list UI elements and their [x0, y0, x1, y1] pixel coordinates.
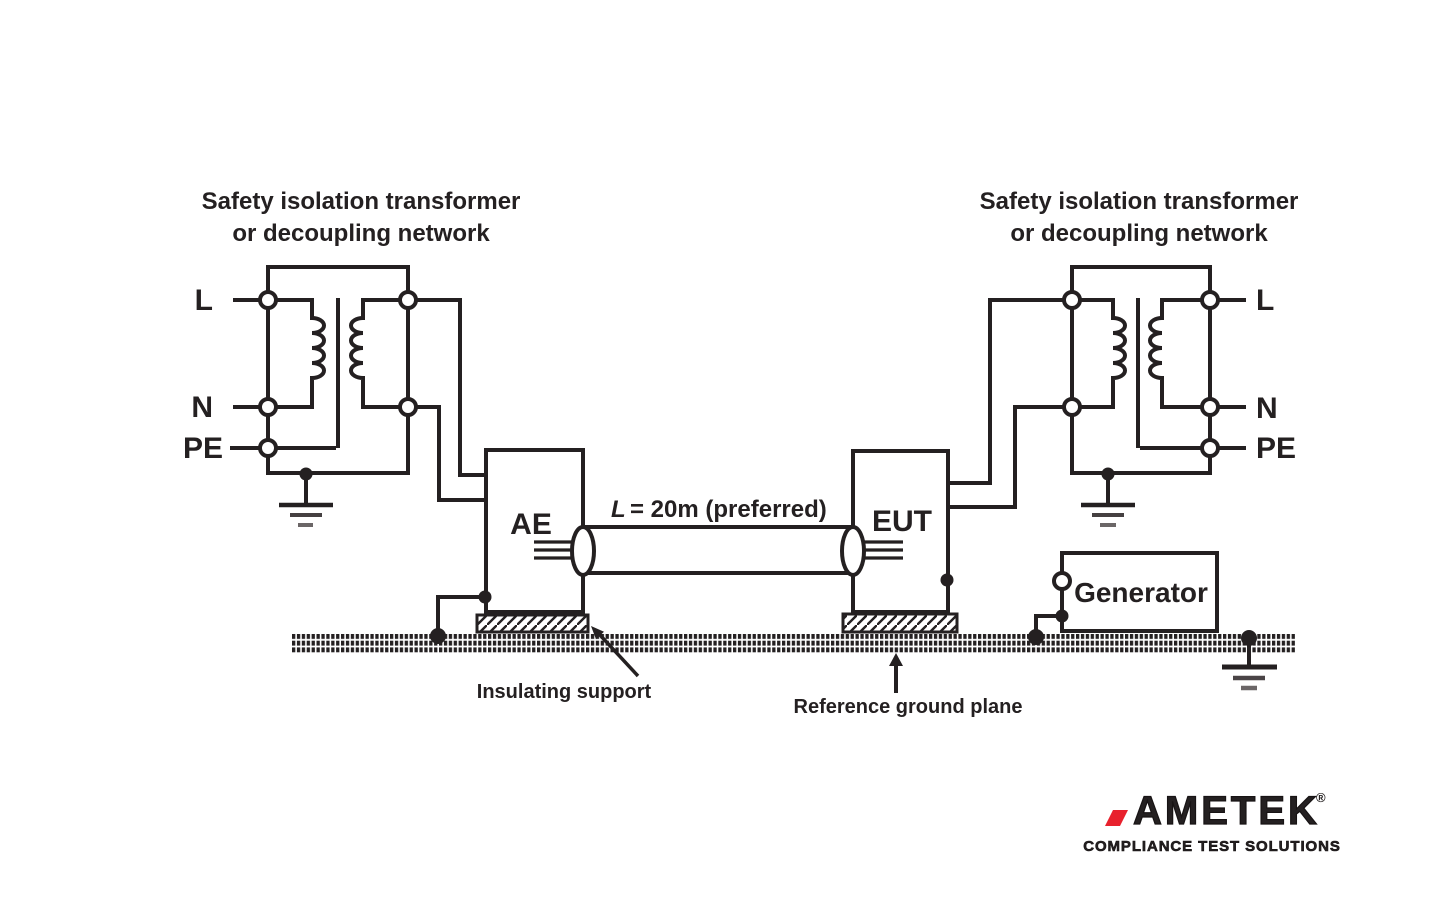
left-transformer-title-line2: or decoupling network [232, 220, 490, 247]
generator-label: Generator [1074, 577, 1208, 608]
generator-plane-bond-dot [1028, 629, 1044, 645]
insulating-support-label: Insulating support [477, 681, 652, 703]
transformer-frame [1070, 265, 1212, 475]
transformer-frame [266, 265, 410, 475]
terminal-out2 [398, 397, 418, 417]
label-n-right: N [1256, 392, 1278, 425]
left-transformer: Safety isolation transformer or decoupli… [183, 188, 521, 527]
label-pe-right: PE [1256, 432, 1296, 465]
label-n-left: N [191, 391, 213, 424]
logo-tagline: COMPLIANCE TEST SOLUTIONS [1083, 838, 1341, 855]
terminal-pe [258, 438, 278, 458]
wires-to-right-transformer [948, 298, 1063, 509]
generator-box [1060, 551, 1219, 633]
eut-insulating-support [841, 612, 959, 634]
cable-length-variable: L [611, 496, 626, 523]
insulating-support-arrow-shaft [598, 633, 640, 678]
secondary-winding [1148, 298, 1202, 409]
supply-stubs [1218, 298, 1246, 450]
shield-line [1136, 298, 1202, 450]
primary-winding [277, 298, 326, 409]
ae-cable-gland [570, 525, 596, 577]
ae-ground-wire [436, 595, 485, 634]
ae-ground-junction [478, 590, 492, 604]
annotation-insulating-support: Insulating support [477, 626, 652, 703]
label-l-right: L [1256, 284, 1274, 317]
ground-junction-dot [1241, 630, 1257, 646]
insulating-support-arrowhead [591, 626, 604, 640]
registered-mark: ® [1316, 790, 1326, 805]
supply-stubs [230, 298, 260, 450]
ae-equipment: AE [430, 448, 596, 644]
ae-label: AE [510, 508, 552, 541]
terminal-n [1200, 397, 1220, 417]
right-transformer-title-line2: or decoupling network [1010, 220, 1268, 247]
terminal-pe [1200, 438, 1220, 458]
primary-winding [1080, 298, 1127, 409]
eut-label: EUT [872, 505, 932, 538]
insulating-supports [475, 612, 959, 634]
ae-insulating-support [475, 613, 590, 634]
terminal-in1 [1062, 290, 1082, 310]
left-transformer-title-line1: Safety isolation transformer [202, 188, 521, 215]
ground-plane-band [292, 633, 1295, 653]
ametek-logo: AMETEK ® COMPLIANCE TEST SOLUTIONS [1083, 788, 1341, 855]
label-pe-left: PE [183, 432, 223, 465]
wires-to-ae [416, 298, 484, 502]
eut-cable-gland [840, 525, 866, 577]
eut-box [851, 449, 950, 614]
earth-junction-dot [1101, 467, 1115, 481]
generator-output-terminal [1052, 571, 1072, 591]
terminal-l [258, 290, 278, 310]
earth-junction-dot [299, 467, 313, 481]
interconnecting-cable: L = 20m (preferred) [583, 496, 853, 575]
terminal-in2 [1062, 397, 1082, 417]
eut-cable-conductors [862, 540, 903, 560]
reference-ground-plane-label: Reference ground plane [794, 696, 1023, 718]
eut-connection-dot [940, 573, 954, 587]
terminal-out1 [398, 290, 418, 310]
ametek-wordmark: AMETEK [1133, 789, 1320, 833]
generator-ground-junction [1055, 609, 1069, 623]
secondary-winding [349, 298, 399, 409]
terminal-nodes [1062, 290, 1220, 458]
ae-box [484, 448, 585, 614]
terminal-n [258, 397, 278, 417]
reference-ground-plane [292, 630, 1295, 691]
cable-length-label: = 20m (preferred) [630, 496, 827, 523]
ae-cable-conductors [534, 540, 575, 560]
generator: Generator [1028, 551, 1219, 645]
cable-outline [583, 525, 853, 575]
annotation-reference-ground-plane: Reference ground plane [794, 653, 1023, 718]
shield-line [277, 298, 340, 450]
eut-equipment: EUT [840, 298, 1063, 614]
ametek-accent-mark [1105, 810, 1128, 826]
label-l-left: L [195, 284, 213, 317]
terminal-nodes [258, 290, 418, 458]
right-transformer-title-line1: Safety isolation transformer [980, 188, 1299, 215]
ae-plane-bond-dot [430, 628, 446, 644]
terminal-l [1200, 290, 1220, 310]
ground-plane-arrowhead [889, 653, 903, 666]
right-transformer: Safety isolation transformer or decoupli… [980, 188, 1299, 527]
